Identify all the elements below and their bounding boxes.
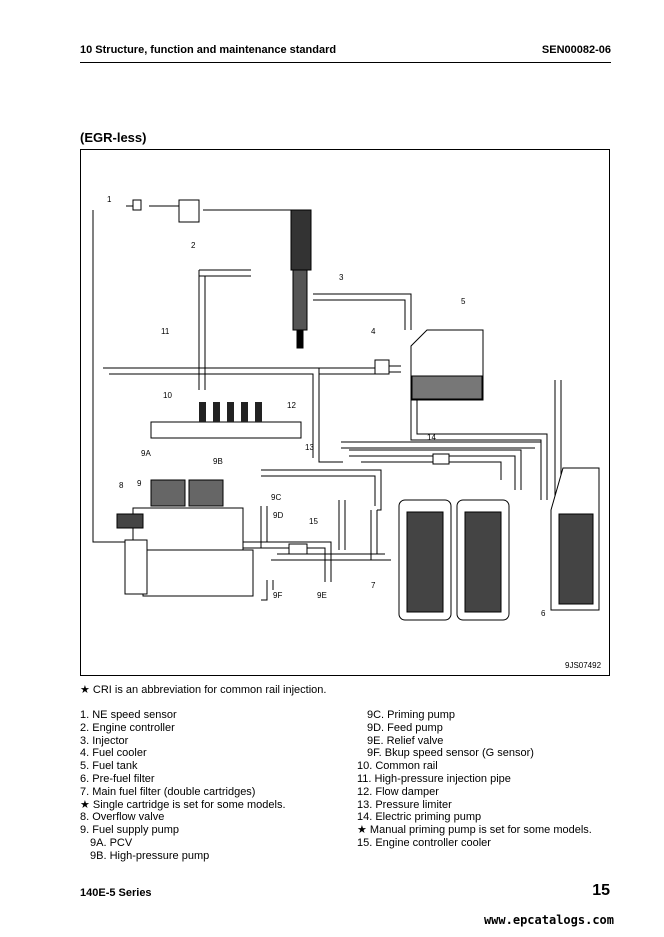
label-6: 6 xyxy=(541,609,546,618)
document-code: SEN00082-06 xyxy=(541,44,611,56)
legend-item: 2. Engine controller xyxy=(80,721,175,734)
label-4: 4 xyxy=(371,327,376,336)
fuel-tank xyxy=(410,329,484,401)
legend-note: ★ Single cartridge is set for some model… xyxy=(80,798,286,811)
common-rail xyxy=(150,421,302,439)
legend-right: 9C. Priming pump 9D. Feed pump 9E. Relie… xyxy=(357,709,592,850)
legend-item: 8. Overflow valve xyxy=(80,811,165,824)
sensor-wiring xyxy=(126,205,291,211)
label-9f: 9F xyxy=(273,591,282,600)
label-9b: 9B xyxy=(213,457,223,466)
legend-item: 5. Fuel tank xyxy=(80,760,138,773)
callout-labels: 1 2 3 4 5 6 7 8 9 9A 9B 9C 9D 9E 9F 10 1… xyxy=(107,195,546,618)
legend-item: 11. High-pressure injection pipe xyxy=(357,772,511,785)
cri-note: ★ CRI is an abbreviation for common rail… xyxy=(80,684,327,696)
label-8: 8 xyxy=(119,481,124,490)
flow-dampers xyxy=(199,402,262,422)
engine-controller xyxy=(178,199,200,223)
label-9: 9 xyxy=(137,479,142,488)
figure-id: 9JS07492 xyxy=(565,661,602,670)
label-1: 1 xyxy=(107,195,112,204)
label-13: 13 xyxy=(305,443,314,452)
return-line-left xyxy=(92,210,131,543)
label-11: 11 xyxy=(161,327,170,336)
label-9a: 9A xyxy=(141,449,151,458)
legend-item: 3. Injector xyxy=(80,734,129,747)
legend-item: 1. NE speed sensor xyxy=(80,709,177,721)
chapter-title: 10 Structure, function and maintenance s… xyxy=(80,44,337,56)
legend-item: 9E. Relief valve xyxy=(367,734,444,747)
legend-item: 10. Common rail xyxy=(357,760,438,773)
label-7: 7 xyxy=(371,581,376,590)
legend-item: 9C. Priming pump xyxy=(367,709,456,721)
label-14: 14 xyxy=(427,433,436,442)
page-number: 15 xyxy=(592,882,610,899)
fuel-supply-pump xyxy=(116,479,254,597)
legend-item: 7. Main fuel filter (double cartridges) xyxy=(80,785,256,798)
label-12: 12 xyxy=(287,401,296,410)
engine-controller-cooler xyxy=(288,543,308,555)
label-5: 5 xyxy=(461,297,466,306)
fuel-cooler xyxy=(374,359,390,375)
pre-fuel-filter xyxy=(550,467,600,611)
section-title: (EGR-less) xyxy=(80,130,147,145)
page-header: 10 Structure, function and maintenance s… xyxy=(80,44,611,63)
injection-pipe xyxy=(198,270,206,390)
main-fuel-filters xyxy=(398,499,510,621)
legend-left: 1. NE speed sensor 2. Engine controller … xyxy=(80,709,286,863)
website-url[interactable]: www.epcatalogs.com xyxy=(483,913,614,927)
series-name: 140E-5 Series xyxy=(80,887,152,899)
legend-item: 12. Flow damper xyxy=(357,785,439,798)
label-10: 10 xyxy=(163,391,172,400)
legend-item: 9B. High-pressure pump xyxy=(90,849,210,862)
legend-item: 6. Pre-fuel filter xyxy=(80,772,155,785)
electric-priming-pump xyxy=(432,453,450,465)
legend-item: 13. Pressure limiter xyxy=(357,798,452,811)
label-2: 2 xyxy=(191,241,196,250)
legend-note: ★ Manual priming pump is set for some mo… xyxy=(357,824,592,837)
legend-item: 9. Fuel supply pump xyxy=(80,824,180,837)
return-line-top xyxy=(103,367,343,463)
label-3: 3 xyxy=(339,273,344,282)
label-9e: 9E xyxy=(317,591,327,600)
legend-item: 9F. Bkup speed sensor (G sensor) xyxy=(367,747,534,760)
legend-item: 9A. PCV xyxy=(90,836,133,849)
ne-speed-sensor xyxy=(132,199,142,211)
injector xyxy=(290,209,312,349)
label-9c: 9C xyxy=(271,493,281,502)
legend-item: 15. Engine controller cooler xyxy=(357,836,491,849)
legend-item: 14. Electric priming pump xyxy=(357,811,482,824)
legend-item: 9D. Feed pump xyxy=(367,721,443,734)
legend-item: 4. Fuel cooler xyxy=(80,747,147,760)
fuel-system-drawing: 1 2 3 4 5 6 7 8 9 9A 9B 9C 9D 9E 9F 10 1… xyxy=(92,195,602,670)
label-15: 15 xyxy=(309,517,318,526)
label-9d: 9D xyxy=(273,511,283,520)
fuel-system-diagram: 1 2 3 4 5 6 7 8 9 9A 9B 9C 9D 9E 9F 10 1… xyxy=(80,149,610,676)
